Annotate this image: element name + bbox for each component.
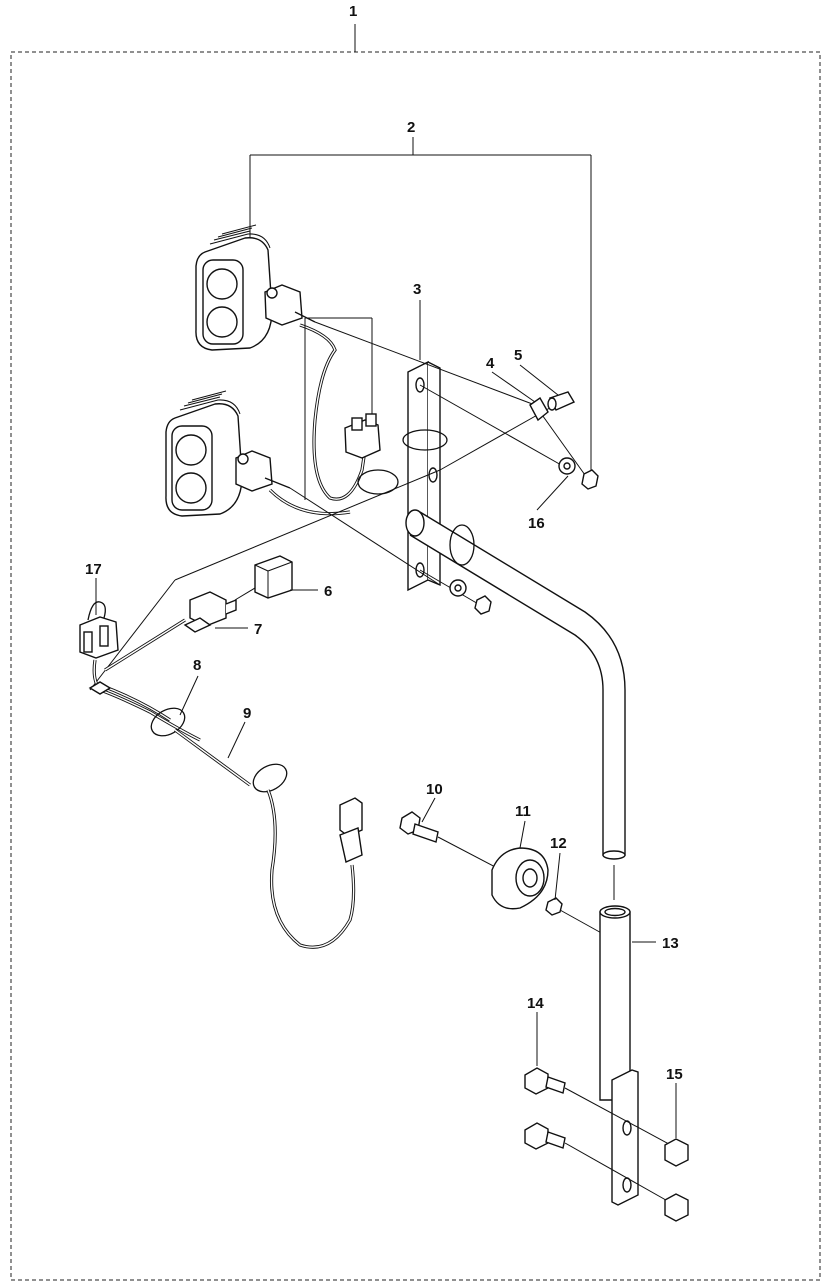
callout-1: 1 xyxy=(349,3,357,20)
knob-assembly xyxy=(399,811,606,936)
hardware-4-5-16 xyxy=(529,391,599,490)
lower-work-light xyxy=(165,390,291,517)
bolts-14-15 xyxy=(524,1067,689,1222)
plug-7 xyxy=(183,591,237,633)
leader-lines xyxy=(95,364,677,1138)
upper-work-light xyxy=(195,224,316,351)
callout-4: 4 xyxy=(486,355,495,372)
harness-left xyxy=(79,601,201,742)
callout-6: 6 xyxy=(324,583,332,600)
assembly-frame xyxy=(10,51,821,1281)
light-wiring xyxy=(268,317,399,516)
callout-3: 3 xyxy=(413,281,421,298)
cable-9 xyxy=(150,707,363,949)
callout-12: 12 xyxy=(550,835,567,852)
callout-7: 7 xyxy=(254,621,262,638)
callout-11: 11 xyxy=(515,803,531,820)
callout-9: 9 xyxy=(243,705,251,722)
bent-tube xyxy=(405,509,626,860)
callout-14: 14 xyxy=(527,995,544,1012)
connector-6 xyxy=(254,555,293,599)
callout-13: 13 xyxy=(662,935,679,952)
callout-10: 10 xyxy=(426,781,443,798)
upright-tube-13 xyxy=(599,865,639,1206)
callout-8: 8 xyxy=(193,657,201,674)
bracket-2 xyxy=(249,137,592,475)
callout-5: 5 xyxy=(514,347,522,364)
callout-2: 2 xyxy=(407,119,415,136)
callout-16: 16 xyxy=(528,515,545,532)
plate-hardware xyxy=(449,579,492,615)
callout-15: 15 xyxy=(666,1066,683,1083)
callout-17: 17 xyxy=(85,561,102,578)
